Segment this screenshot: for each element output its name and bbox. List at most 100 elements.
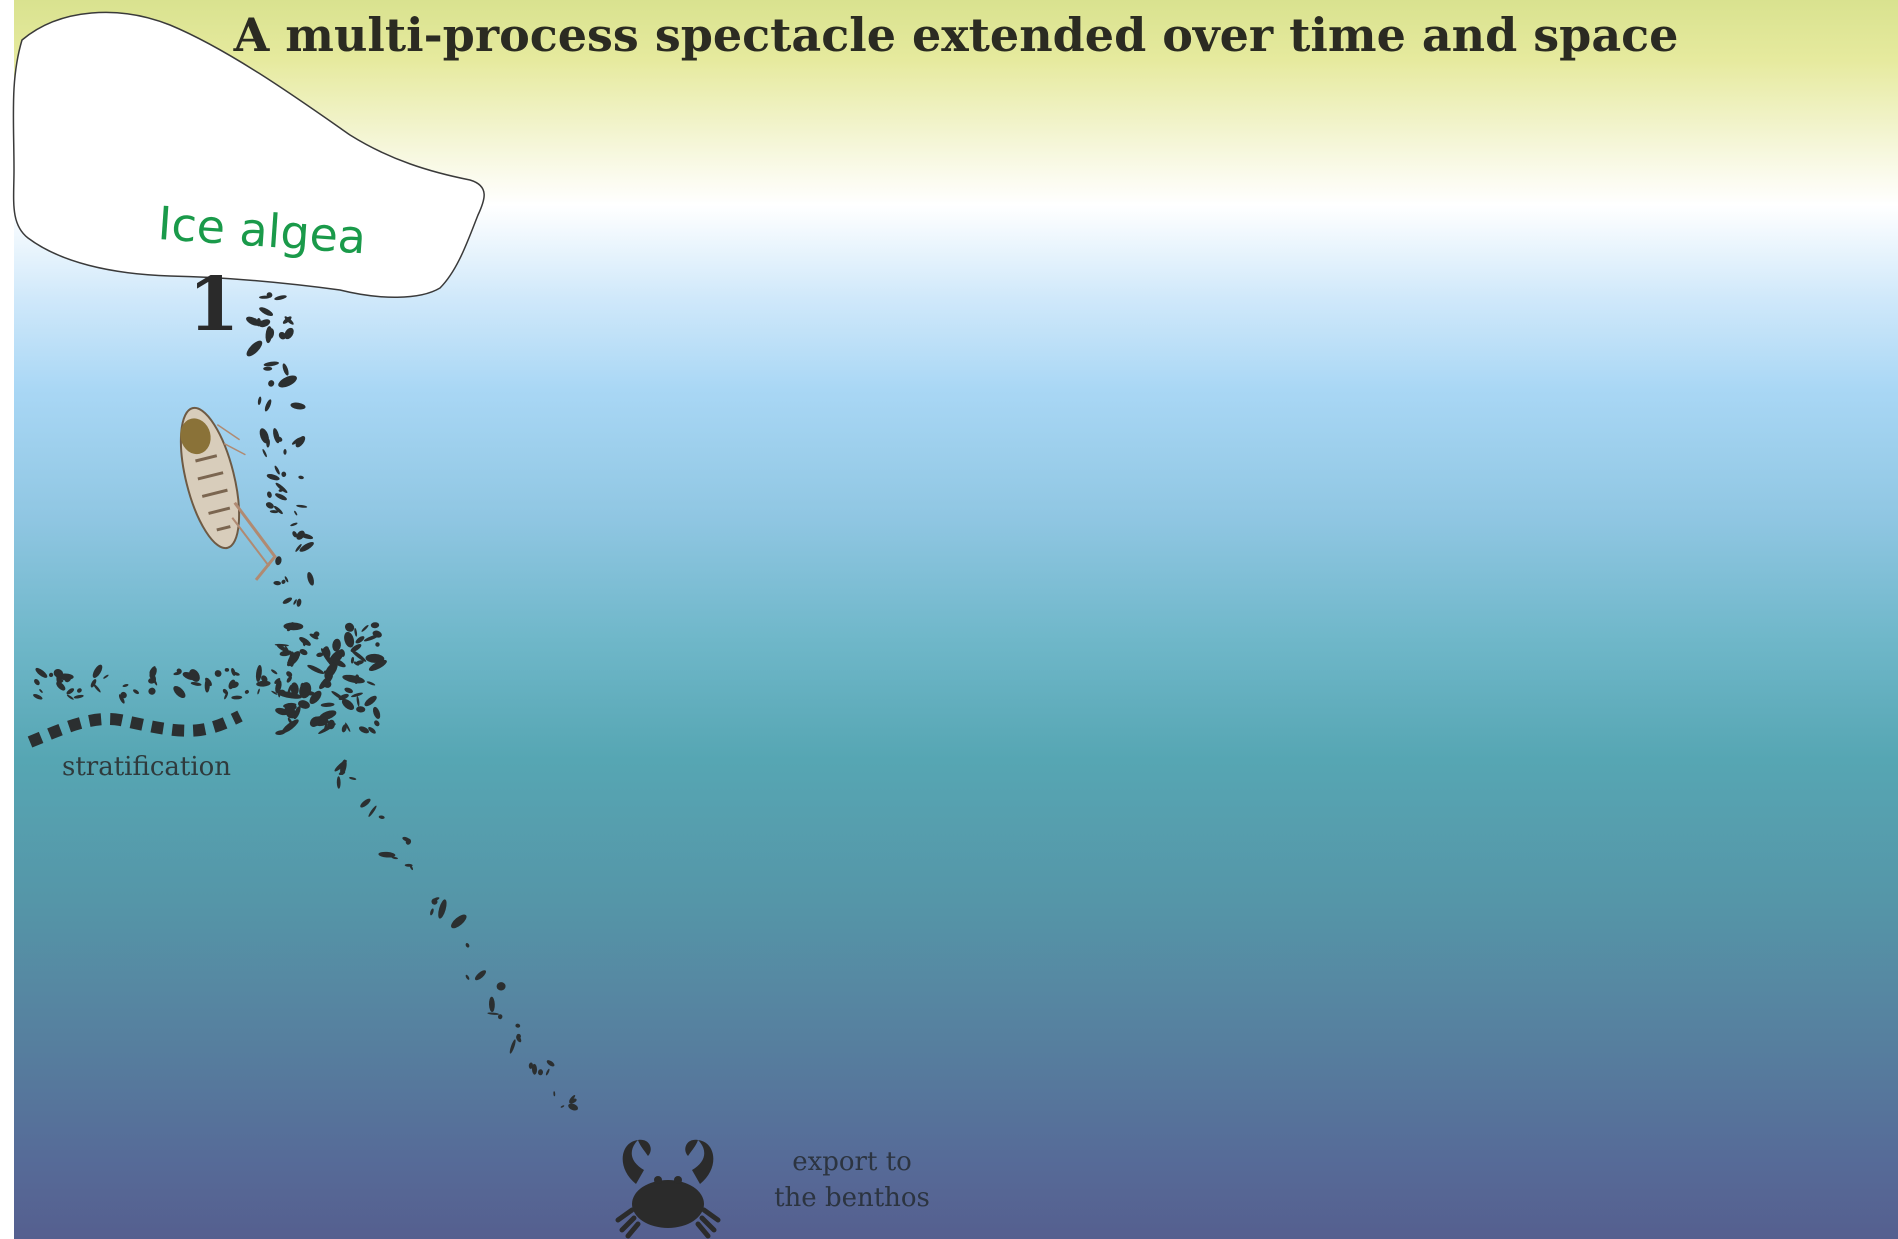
aggregate-particle [391, 856, 398, 860]
aggregate-particle [291, 705, 297, 710]
aggregate-particle [299, 541, 314, 552]
aggregate-particle [255, 664, 262, 682]
aggregate-particle [350, 649, 367, 662]
step-number-label: 1 [188, 262, 240, 348]
aggregate-particle [356, 706, 366, 713]
aggregate-particle [231, 667, 236, 676]
aggregate-particle [224, 668, 230, 672]
aggregate-particle [332, 638, 341, 652]
aggregate-particle [281, 579, 286, 584]
aggregate-particle [259, 428, 269, 444]
aggregate-particle [430, 908, 434, 916]
aggregate-particle [231, 695, 243, 700]
aggregate-particle [264, 399, 272, 412]
aggregate-particle [273, 505, 283, 515]
aggregate-particle [298, 475, 304, 480]
aggregate-particle [275, 493, 287, 501]
aggregate-particle [253, 318, 257, 325]
aggregate-particle [256, 680, 271, 687]
aggregate-particle [103, 674, 109, 679]
aggregate-particle [190, 681, 202, 686]
aggregate-particle [488, 996, 495, 1012]
aggregate-particle [287, 651, 301, 665]
aggregate-particle [275, 482, 288, 493]
copepod-icon [179, 406, 277, 581]
aggregate-particle [246, 340, 263, 357]
aggregate-particle [267, 491, 272, 498]
aggregate-particle [149, 666, 157, 679]
aggregate-particle [404, 863, 413, 867]
aggregate-particle [152, 676, 158, 686]
aggregate-particle [56, 681, 66, 691]
aggregate-particle [365, 653, 385, 663]
aggregate-particle [281, 471, 287, 477]
sinking-aggregates [33, 292, 579, 1111]
aggregate-particle [334, 760, 347, 772]
aggregate-particle [344, 631, 355, 648]
aggregate-particle [299, 636, 311, 646]
aggregate-particle [173, 671, 182, 676]
aggregate-particle [93, 683, 101, 693]
aggregate-particle [262, 449, 267, 458]
aggregate-particle [34, 679, 40, 686]
aggregate-particle [266, 292, 273, 298]
aggregate-particle [336, 776, 341, 789]
aggregate-particle [451, 914, 467, 929]
aggregate-particle [345, 722, 351, 732]
aggregate-particle [307, 664, 325, 674]
aggregate-particle [497, 1014, 503, 1020]
aggregate-particle [307, 572, 314, 586]
aggregate-particle [341, 724, 347, 733]
aggregate-particle [374, 720, 380, 727]
aggregate-particle [271, 690, 278, 695]
aggregate-particle [516, 1033, 521, 1039]
aggregate-particle [370, 622, 380, 629]
aggregate-particle [356, 695, 360, 707]
aggregate-particle [122, 683, 129, 688]
aggregate-particle [368, 659, 387, 671]
aggregate-particle [331, 691, 345, 701]
aggregate-particle [205, 677, 212, 687]
aggregate-particle [48, 672, 54, 678]
aggregate-particle [295, 436, 306, 448]
aggregate-particle [77, 688, 82, 693]
aggregate-particle [282, 597, 293, 604]
aggregate-particle [244, 690, 249, 694]
aggregate-particle [266, 438, 270, 448]
aggregate-particle [278, 488, 284, 492]
aggregate-particle [66, 674, 73, 679]
aggregate-particle [269, 510, 279, 514]
aggregate-particle [372, 706, 381, 719]
aggregate-particle [309, 690, 322, 705]
aggregate-particle [344, 687, 353, 694]
aggregate-particle [560, 1105, 565, 1108]
aggregate-particle [349, 777, 357, 780]
aggregate-particle [173, 685, 186, 699]
aggregate-particle [474, 970, 487, 981]
aggregate-particle [320, 702, 335, 707]
aggregate-particle [546, 1060, 555, 1067]
aggregate-particle [265, 502, 274, 509]
aggregate-particle [515, 1023, 521, 1028]
aggregate-particle [274, 678, 281, 684]
aggregate-particle [284, 316, 294, 325]
export-label: export to the benthos [752, 1144, 952, 1216]
aggregate-particle [341, 698, 355, 711]
aggregate-particle [353, 661, 360, 666]
aggregate-particle [545, 1068, 550, 1076]
aggregate-particle [268, 380, 275, 387]
aggregate-particle [537, 1069, 544, 1076]
aggregate-particle [509, 1039, 516, 1054]
aggregate-particle [327, 719, 335, 730]
aggregate-particle [290, 402, 306, 410]
aggregate-particle [279, 689, 286, 695]
aggregate-particle [299, 682, 312, 699]
aggregate-particle [378, 815, 385, 819]
aggregate-particle [553, 1091, 556, 1097]
aggregate-particle [276, 644, 289, 653]
aggregate-particle [66, 694, 74, 700]
ice-floe-icon [12, 11, 485, 299]
aggregate-particle [66, 688, 75, 695]
